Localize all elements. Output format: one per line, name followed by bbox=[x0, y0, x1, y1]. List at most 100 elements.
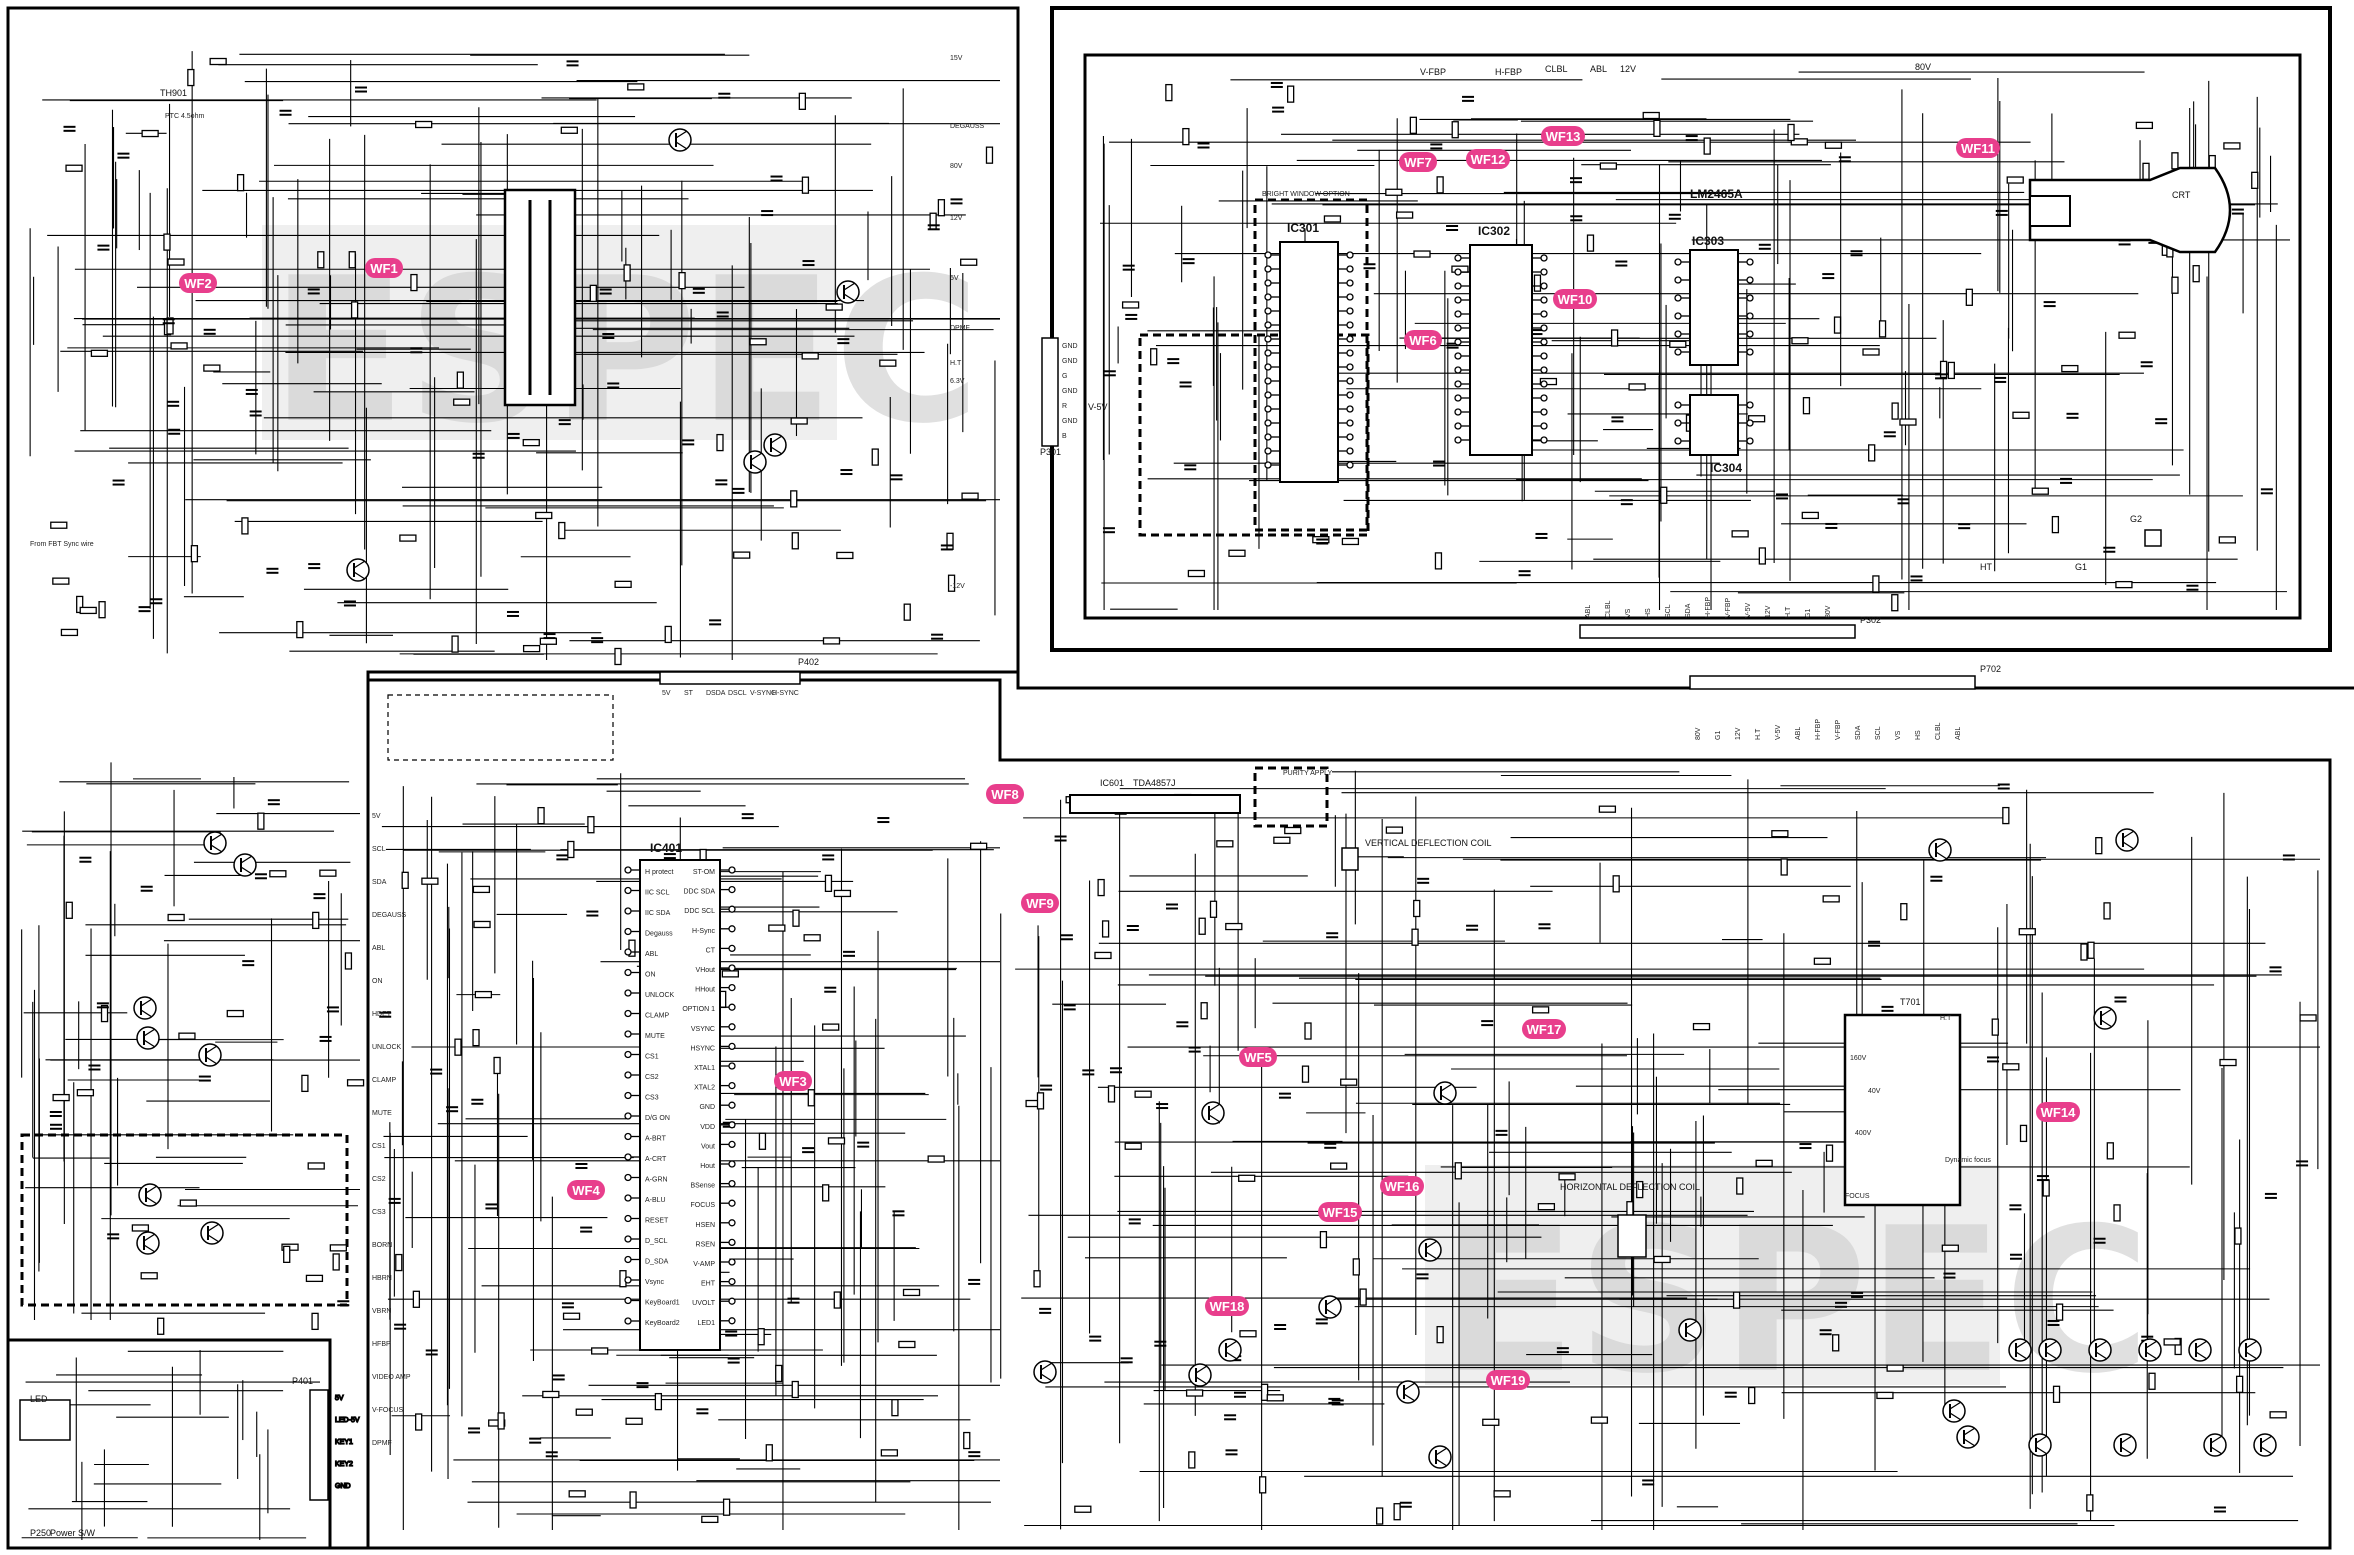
resistor bbox=[791, 1380, 799, 1399]
resistor bbox=[2171, 276, 2179, 294]
resistor bbox=[542, 1390, 560, 1399]
resistor bbox=[803, 934, 821, 942]
resistor bbox=[1225, 922, 1243, 931]
transistor-lead bbox=[750, 463, 763, 472]
resistor bbox=[1533, 274, 1542, 292]
pin-dot bbox=[624, 1050, 632, 1059]
transistor bbox=[2093, 1006, 2117, 1030]
mcu-signal: UNLOCK bbox=[372, 1044, 402, 1051]
ic401-pin-left: Vsync bbox=[645, 1279, 665, 1286]
pin-dot bbox=[1264, 307, 1272, 315]
resistor bbox=[79, 606, 97, 615]
resistor bbox=[344, 952, 353, 970]
resistor bbox=[757, 1328, 765, 1346]
resistor bbox=[678, 272, 686, 290]
resistor bbox=[1991, 1018, 1999, 1036]
pin-dot bbox=[1540, 352, 1548, 360]
resistor bbox=[562, 1312, 581, 1320]
ic302: IC302 bbox=[1469, 224, 1533, 456]
resistor bbox=[1531, 1006, 1550, 1014]
transistor bbox=[2138, 1338, 2162, 1362]
power-rail: 12V bbox=[950, 215, 963, 222]
transistor bbox=[2028, 1433, 2052, 1457]
pin-dot bbox=[1746, 258, 1754, 266]
transistor-lead bbox=[675, 130, 688, 139]
p702-pin: 12V bbox=[1735, 727, 1742, 740]
pin-dot bbox=[624, 927, 632, 936]
resistor bbox=[65, 901, 73, 919]
p302-pin: CLBL bbox=[1605, 600, 1612, 618]
pin-dot bbox=[728, 1297, 736, 1305]
pin-dot bbox=[624, 1296, 632, 1305]
transistor-lead bbox=[1325, 1308, 1338, 1317]
transistor-lead bbox=[1963, 1427, 1976, 1436]
ic401-pin-left: A-BRT bbox=[645, 1136, 667, 1143]
fbt-label: 400V bbox=[1855, 1130, 1872, 1137]
p702-pin: HS bbox=[1915, 730, 1922, 740]
transistor bbox=[1201, 1101, 1225, 1125]
transistor-lead bbox=[843, 282, 856, 291]
resistor bbox=[1599, 162, 1618, 170]
transistor-lead bbox=[1225, 1340, 1238, 1349]
ic401-pin-right: UVOLT bbox=[692, 1300, 716, 1307]
p302-pin: G1 bbox=[1805, 609, 1812, 618]
transistor-lead bbox=[210, 833, 223, 842]
th901-desc: PTC 4.5ohm bbox=[165, 113, 204, 120]
power-rail: 80V bbox=[950, 163, 963, 170]
resistor bbox=[2055, 1303, 2064, 1321]
p302-pin: H.T bbox=[1785, 606, 1792, 618]
resistor bbox=[1833, 316, 1842, 334]
resistor bbox=[348, 251, 356, 269]
pin-dot bbox=[1746, 401, 1754, 409]
pin-dot bbox=[728, 866, 736, 874]
resistor bbox=[1802, 397, 1811, 415]
resistor bbox=[960, 258, 978, 266]
p301-pin: G bbox=[1062, 373, 1067, 380]
ic304-label: IC304 bbox=[1710, 461, 1742, 475]
resistor bbox=[833, 889, 852, 898]
pin-dot bbox=[1264, 335, 1272, 343]
transistor bbox=[136, 1231, 160, 1255]
resistor bbox=[903, 603, 911, 621]
transistor bbox=[1033, 1360, 1057, 1384]
waveform-badge bbox=[1205, 1296, 1249, 1316]
resistor bbox=[1878, 320, 1887, 338]
ic401-pin-right: VSYNC bbox=[691, 1026, 715, 1033]
transistor-lead bbox=[1425, 1251, 1438, 1260]
resistor bbox=[654, 1392, 663, 1411]
waveform-label: WF14 bbox=[2041, 1105, 2076, 1120]
transistor-lead bbox=[1195, 1376, 1208, 1385]
p302-pin: HS bbox=[1645, 608, 1652, 618]
waveform-marker-wf4: WF4 bbox=[567, 1180, 605, 1200]
fbt-label: FOCUS bbox=[1845, 1193, 1870, 1200]
resistor bbox=[1791, 337, 1809, 345]
led-label: LED bbox=[30, 1394, 48, 1404]
transistor bbox=[1428, 1445, 1452, 1469]
resistor bbox=[937, 199, 946, 217]
resistor bbox=[332, 1253, 340, 1271]
ic601: IC601 TDA4857J bbox=[1069, 778, 1241, 814]
resistor bbox=[472, 885, 491, 894]
resistor bbox=[792, 909, 800, 927]
resistor bbox=[902, 1288, 921, 1297]
transistor bbox=[2203, 1433, 2227, 1457]
pin-dot bbox=[624, 907, 632, 915]
ic301-option-label: BRIGHT WINDOW OPTION bbox=[1262, 191, 1350, 198]
resistor bbox=[1395, 211, 1414, 219]
mcu-signal: ON bbox=[372, 978, 383, 985]
ic401-pin-right: H-Sync bbox=[692, 928, 715, 935]
ic303-label: IC303 bbox=[1692, 234, 1724, 248]
waveform-label: WF12 bbox=[1471, 152, 1506, 167]
transistor-lead bbox=[2210, 1435, 2223, 1444]
ic301: IC301 BRIGHT WINDOW OPTION bbox=[1262, 191, 1350, 483]
resistor bbox=[421, 877, 439, 885]
resistor bbox=[1385, 826, 1404, 834]
pin-dot bbox=[1454, 324, 1462, 332]
resistor bbox=[791, 532, 799, 550]
ic401-pin-left: Degauss bbox=[645, 931, 673, 938]
pin-dot bbox=[624, 1255, 632, 1264]
transistor-lead bbox=[2045, 1340, 2058, 1349]
waveform-marker-wf13: WF13 bbox=[1541, 126, 1585, 146]
ic401-pin-right: HSYNC bbox=[690, 1045, 715, 1052]
resistor bbox=[824, 874, 833, 893]
